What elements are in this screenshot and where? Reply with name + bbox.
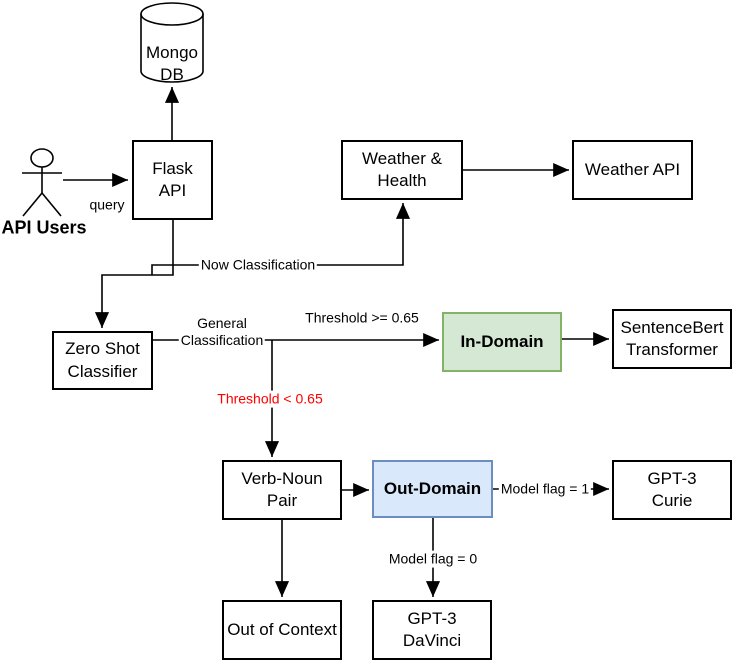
node-label: Zero Shot Classifier <box>65 339 140 381</box>
node-label: In-Domain <box>460 331 544 351</box>
node-label: Mongo DB <box>146 42 198 85</box>
edge-label-now-classification: Now Classification <box>198 256 318 274</box>
edge-label-threshold-lt: Threshold < 0.65 <box>215 390 325 408</box>
edge-label-general-classification: General Classification <box>178 315 266 349</box>
edge-label-threshold-ge: Threshold >= 0.65 <box>305 309 419 326</box>
node-verb-noun-pair: Verb-Noun Pair <box>222 460 342 520</box>
node-in-domain: In-Domain <box>442 312 562 372</box>
mongodb-cylinder-shape <box>140 2 204 83</box>
node-label: Weather API <box>584 159 681 179</box>
node-weather-health: Weather & Health <box>341 140 463 200</box>
api-users-actor-icon <box>22 148 62 217</box>
node-gpt3-curie: GPT-3 Curie <box>612 460 732 520</box>
node-label: Weather & Health <box>361 148 442 190</box>
node-label: GPT-3 Curie <box>647 468 697 510</box>
edge-flask-to-zeroshot <box>94 220 174 328</box>
node-sentencebert-transformer: SentenceBert Transformer <box>612 309 732 369</box>
node-label: GPT-3 DaVinci <box>402 608 462 650</box>
node-gpt3-davinci: GPT-3 DaVinci <box>372 600 492 660</box>
node-label: SentenceBert Transformer <box>620 317 724 359</box>
node-flask-api: Flask API <box>132 140 213 220</box>
node-label: Out-Domain <box>383 478 482 498</box>
edge-label-model-flag-0: Model flag = 0 <box>386 550 480 568</box>
edge-label-query: query <box>89 196 125 213</box>
node-label: Out of Context <box>227 619 337 639</box>
node-mongo-db: Mongo DB <box>146 20 198 86</box>
node-weather-api: Weather API <box>572 140 693 200</box>
edge-label-model-flag-1: Model flag = 1 <box>498 480 592 498</box>
node-out-of-context: Out of Context <box>222 600 342 660</box>
node-label: Verb-Noun Pair <box>241 468 323 510</box>
node-zero-shot-classifier: Zero Shot Classifier <box>52 331 153 390</box>
node-out-domain: Out-Domain <box>372 460 493 518</box>
node-label: Flask API <box>152 158 193 200</box>
actor-caption: API Users <box>1 217 87 238</box>
